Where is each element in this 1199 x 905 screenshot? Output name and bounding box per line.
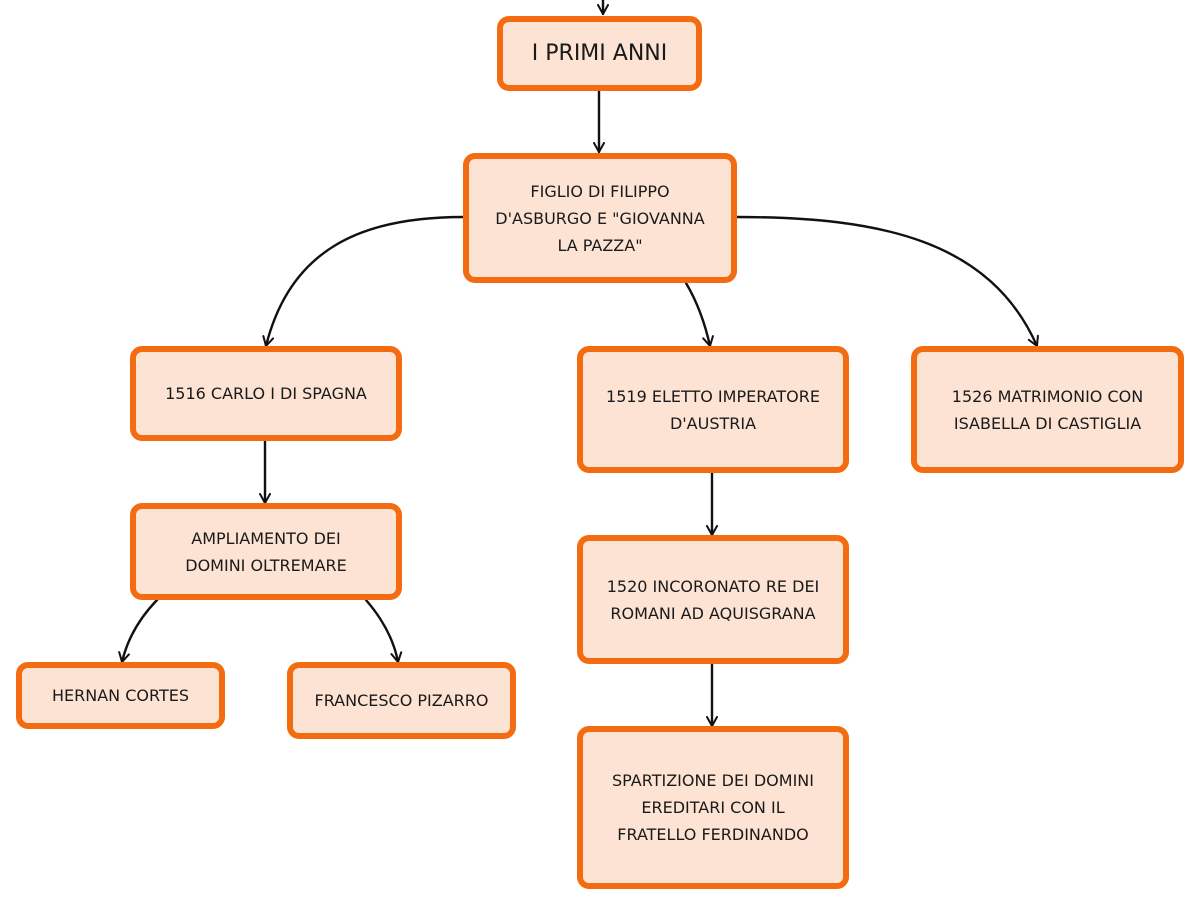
- node-label: SPARTIZIONE DEI DOMINI EREDITARI CON IL …: [612, 771, 814, 844]
- node-label: I PRIMI ANNI: [531, 41, 668, 66]
- node-label: 1520 INCORONATO RE DEI ROMANI AD AQUISGR…: [606, 576, 820, 623]
- node-i-primi-anni[interactable]: I PRIMI ANNI: [497, 16, 702, 91]
- node-label: 1516 CARLO I DI SPAGNA: [165, 384, 367, 403]
- node-spartizione-domini[interactable]: SPARTIZIONE DEI DOMINI EREDITARI CON IL …: [577, 726, 849, 889]
- node-1516-carlo-i[interactable]: 1516 CARLO I DI SPAGNA: [130, 346, 402, 441]
- connector-figlio-eletto: [684, 281, 714, 348]
- node-label: FIGLIO DI FILIPPO D'ASBURGO E "GIOVANNA …: [495, 181, 705, 255]
- connector-figlio-matrimonio: [735, 215, 1039, 348]
- node-label: FRANCESCO PIZARRO: [314, 691, 489, 710]
- connector-ampliamento-pizarro: [364, 598, 403, 664]
- node-figlio-di-filippo[interactable]: FIGLIO DI FILIPPO D'ASBURGO E "GIOVANNA …: [463, 153, 737, 283]
- node-label: HERNAN CORTES: [52, 686, 189, 705]
- connector-figlio-carlo: [262, 215, 465, 348]
- node-1526-matrimonio[interactable]: 1526 MATRIMONIO CON ISABELLA DI CASTIGLI…: [911, 346, 1184, 473]
- connector-ampliamento-cortes: [118, 598, 159, 664]
- node-1520-incoronato[interactable]: 1520 INCORONATO RE DEI ROMANI AD AQUISGR…: [577, 535, 849, 664]
- node-label: 1519 ELETTO IMPERATORE D'AUSTRIA: [606, 386, 820, 433]
- node-label: 1526 MATRIMONIO CON ISABELLA DI CASTIGLI…: [951, 386, 1144, 433]
- node-label: AMPLIAMENTO DEI DOMINI OLTREMARE: [185, 528, 347, 575]
- node-ampliamento-domini[interactable]: AMPLIAMENTO DEI DOMINI OLTREMARE: [130, 503, 402, 600]
- node-francesco-pizarro[interactable]: FRANCESCO PIZARRO: [287, 662, 516, 739]
- node-hernan-cortes[interactable]: HERNAN CORTES: [16, 662, 225, 729]
- node-1519-eletto-imperatore[interactable]: 1519 ELETTO IMPERATORE D'AUSTRIA: [577, 346, 849, 473]
